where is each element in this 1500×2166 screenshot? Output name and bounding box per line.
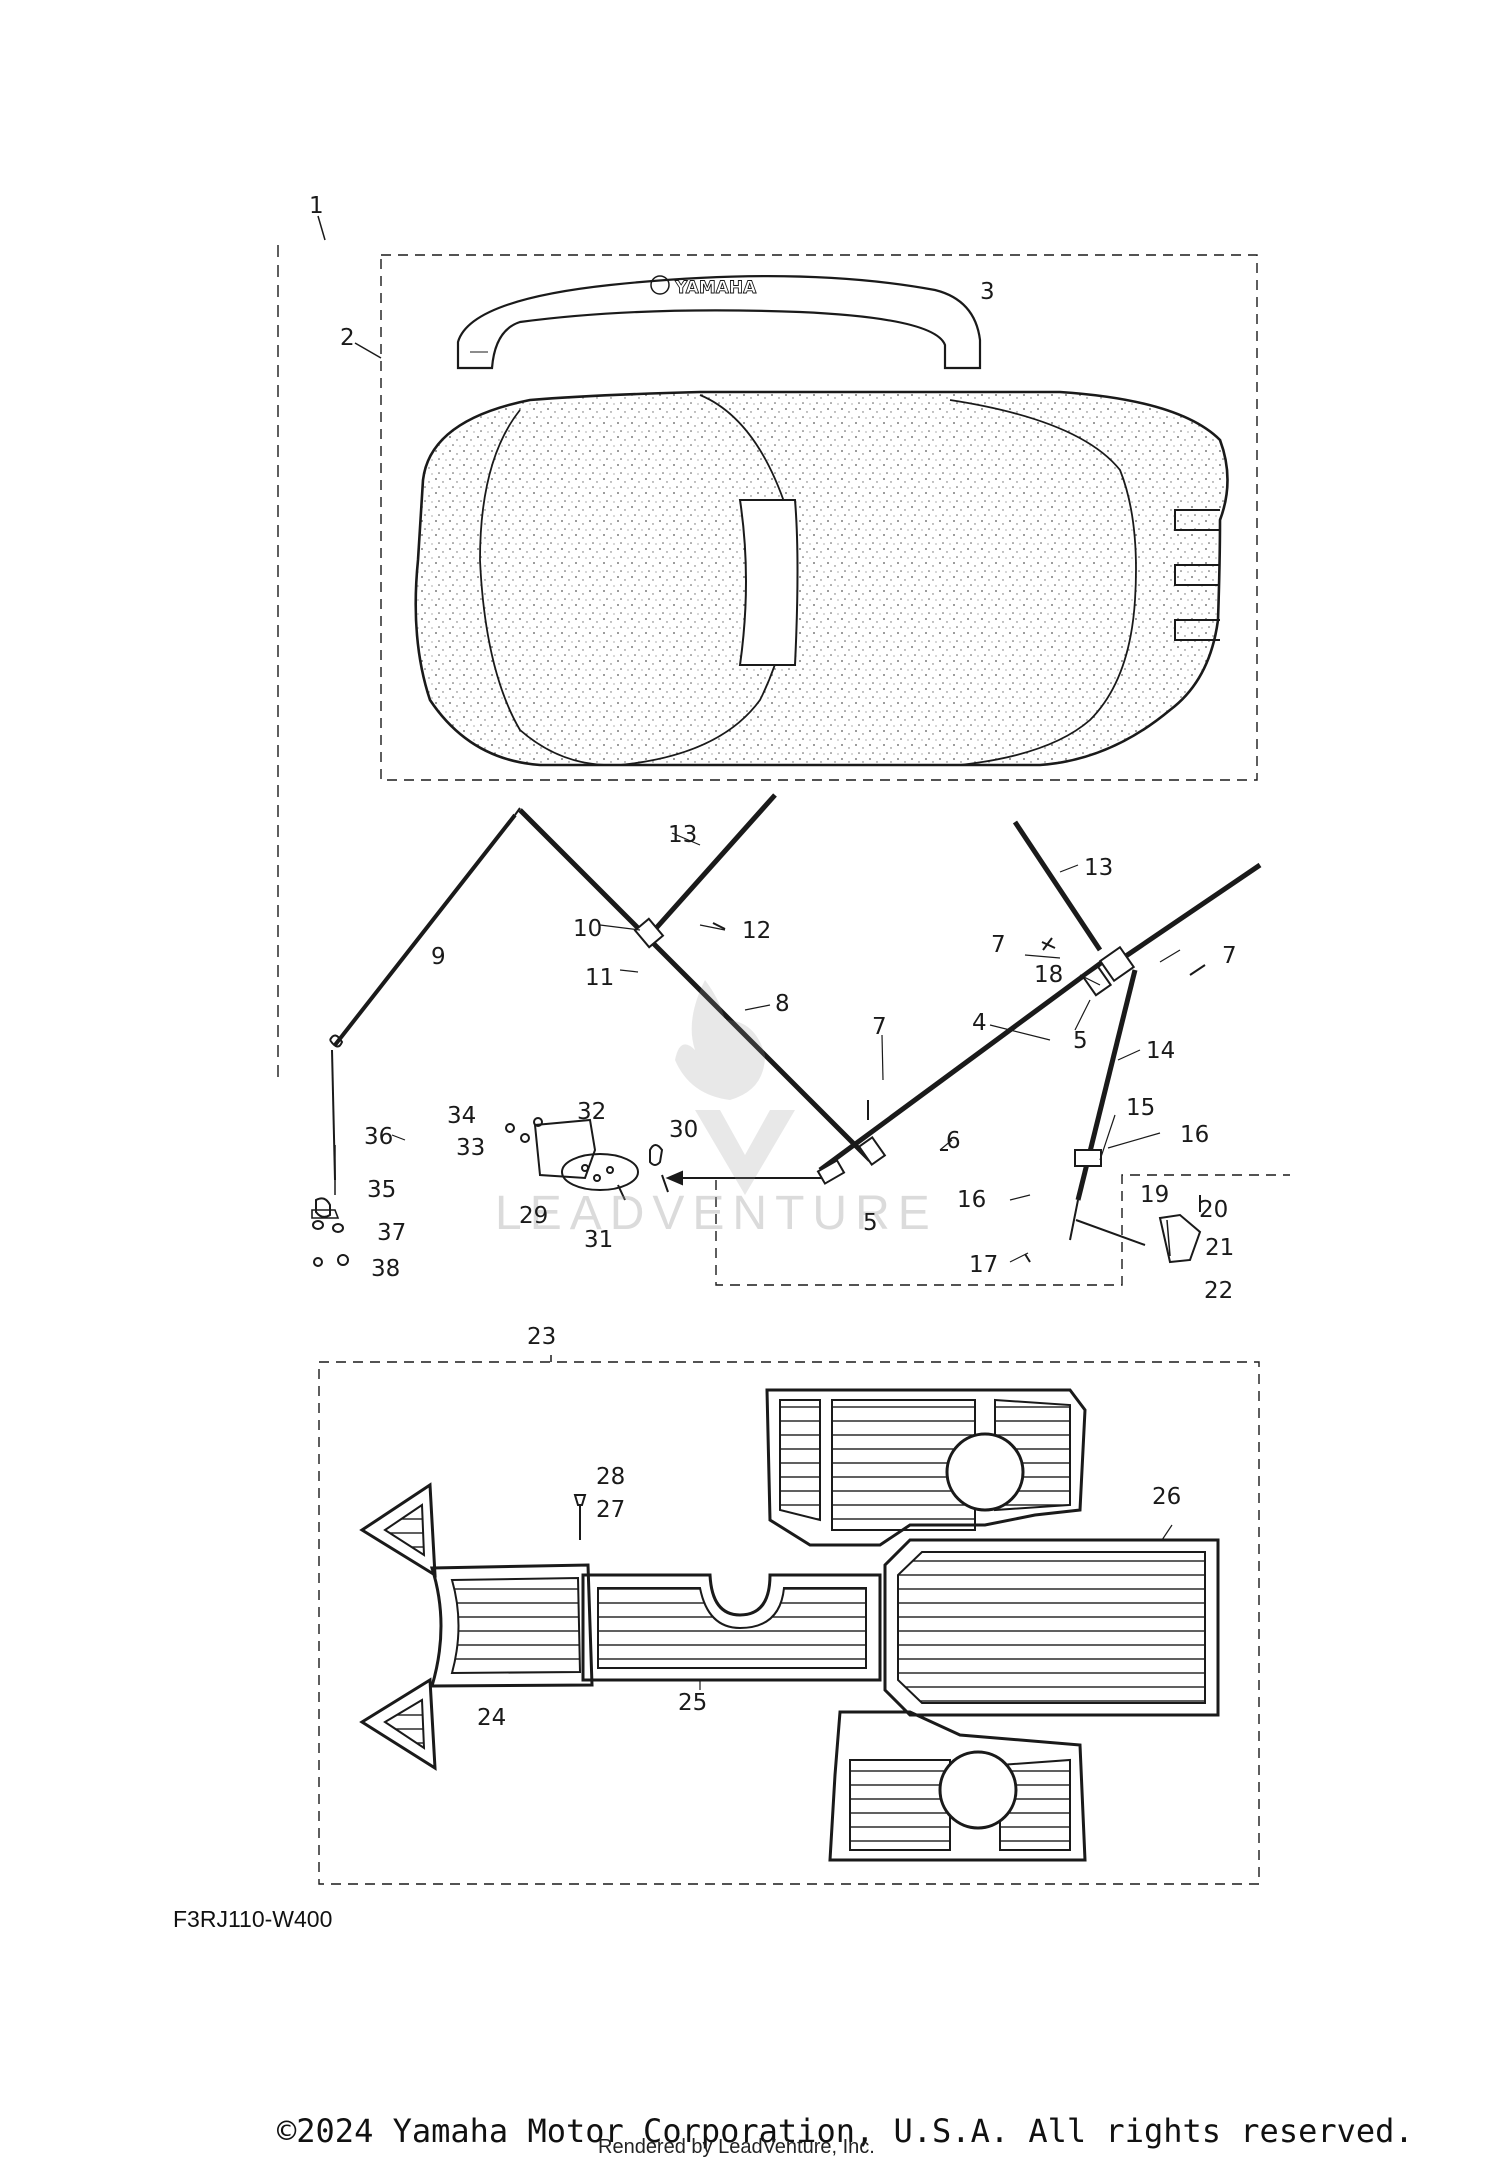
callout-36: 36: [364, 1124, 394, 1150]
callout-38: 38: [371, 1256, 401, 1282]
callout-26: 26: [1152, 1484, 1182, 1510]
callout-28: 28: [596, 1464, 626, 1490]
pole-4: [818, 957, 1107, 1173]
mat-26: [883, 1538, 1220, 1717]
pole-right-upper: [1118, 862, 1262, 963]
mat-side-lower: [828, 1710, 1087, 1862]
callout-2: 2: [340, 325, 355, 351]
callout-29: 29: [519, 1203, 549, 1229]
mat-triangle-lower: [359, 1677, 437, 1771]
mat-side-upper: [765, 1388, 1087, 1547]
pole-9: [333, 813, 517, 1047]
copyright-notice: ©2024 Yamaha Motor Corporation, U.S.A. A…: [277, 2112, 1414, 2150]
callout-21: 21: [1205, 1235, 1235, 1261]
callout-8: 8: [775, 991, 790, 1017]
mat-25: [581, 1573, 882, 1682]
callout-5-upper: 5: [1073, 1028, 1088, 1054]
callout-14: 14: [1146, 1038, 1176, 1064]
leadventure-watermark-icon: [675, 980, 795, 1195]
callout-11: 11: [585, 965, 615, 991]
callout-23: 23: [527, 1324, 557, 1350]
callout-25: 25: [678, 1690, 708, 1716]
callout-13-right: 13: [1084, 855, 1114, 881]
callout-30: 30: [669, 1117, 699, 1143]
callout-32: 32: [577, 1099, 607, 1125]
rendered-by-note: Rendered by LeadVenture, Inc.: [598, 2136, 875, 2158]
callout-19: 19: [1140, 1182, 1170, 1208]
callout-27: 27: [596, 1497, 626, 1523]
svg-text:YAMAHA: YAMAHA: [674, 278, 757, 298]
pole-mount-subbox: [715, 1174, 1290, 1286]
callout-1: 1: [309, 193, 324, 219]
base-plate-29: [561, 1153, 639, 1191]
callout-37: 37: [377, 1220, 407, 1246]
pole-13-right: [1012, 820, 1103, 952]
callout-9: 9: [431, 944, 446, 970]
callout-10: 10: [573, 916, 603, 942]
diagram-code: F3RJ110-W400: [173, 1906, 333, 1932]
callout-5-lower: 5: [863, 1210, 878, 1236]
cover-strap: [456, 275, 982, 370]
cover-kit-box: [380, 254, 1258, 781]
pole-8: [518, 808, 872, 1162]
callout-18: 18: [1034, 962, 1064, 988]
callout-3: 3: [980, 279, 995, 305]
yamaha-logo: YAMAHA: [650, 275, 758, 298]
mat-triangle-upper: [359, 1482, 437, 1578]
pole-13-left: [648, 793, 777, 937]
callout-33: 33: [456, 1135, 486, 1161]
callout-12: 12: [742, 918, 772, 944]
callout-17: 17: [969, 1252, 999, 1278]
callout-15: 15: [1126, 1095, 1156, 1121]
callout-16-upper: 16: [1180, 1122, 1210, 1148]
callout-31: 31: [584, 1227, 614, 1253]
callout-7-mid: 7: [872, 1014, 887, 1040]
callout-24: 24: [477, 1705, 507, 1731]
callout-22: 22: [1204, 1278, 1234, 1304]
callout-6: 6: [946, 1128, 961, 1154]
base-bracket: [533, 1118, 597, 1180]
callout-34: 34: [447, 1103, 477, 1129]
callout-35: 35: [367, 1177, 397, 1203]
callout-7-left: 7: [991, 932, 1006, 958]
callout-7-right: 7: [1222, 943, 1237, 969]
callout-13-left: 13: [668, 822, 698, 848]
watermark-text: LEADVENTURE: [495, 1187, 938, 1240]
callout-20: 20: [1199, 1197, 1229, 1223]
cover-windscreen-opening: [738, 499, 799, 666]
cover-body: [414, 390, 1229, 767]
mat-24: [429, 1563, 594, 1688]
callout-4: 4: [972, 1010, 987, 1036]
callout-16-lower: 16: [957, 1187, 987, 1213]
